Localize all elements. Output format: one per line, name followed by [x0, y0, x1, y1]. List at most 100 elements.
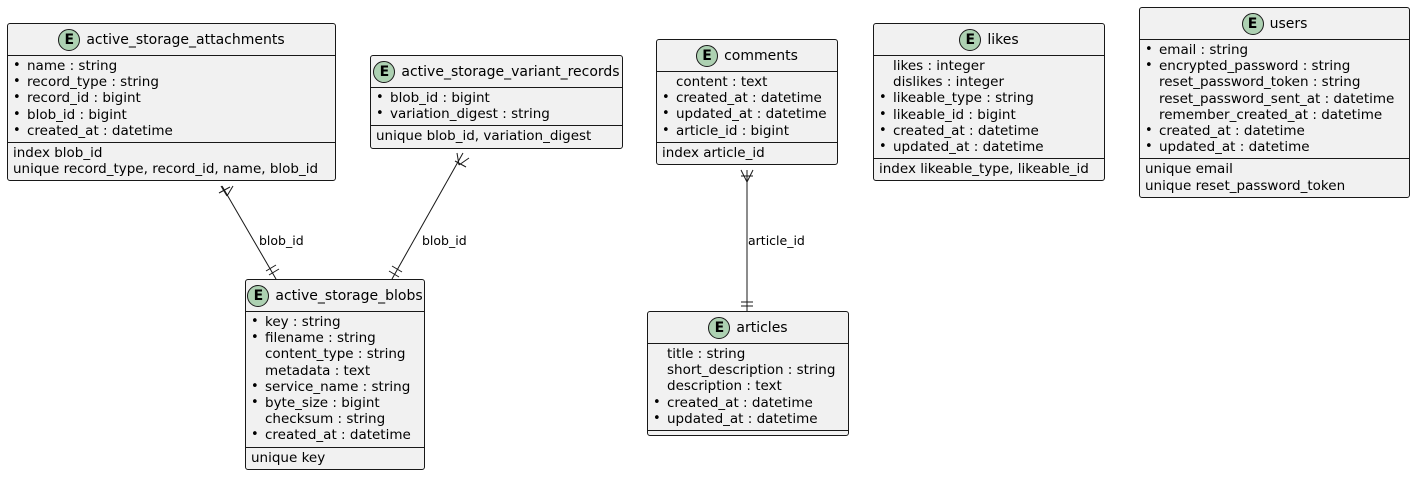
index-list: unique key — [246, 446, 424, 469]
entity-badge-icon: E — [247, 284, 270, 307]
attribute-text: encrypted_password : string — [1159, 58, 1351, 75]
mandatory-marker: • — [13, 122, 21, 138]
attribute-row: title : string — [648, 346, 848, 362]
attribute-row: •updated_at : datetime — [1140, 139, 1409, 155]
attribute-row: •key : string — [246, 314, 424, 330]
attribute-row: description : text — [648, 378, 848, 394]
entity-name: active_storage_blobs — [275, 287, 423, 304]
attribute-list: content : text•created_at : datetime•upd… — [657, 71, 837, 142]
index-row: unique reset_password_token — [1145, 177, 1346, 194]
mandatory-marker: • — [653, 394, 661, 410]
mandatory-marker: • — [879, 138, 887, 154]
attribute-text: created_at : datetime — [27, 122, 173, 139]
relation-variants-blobs — [388, 152, 470, 280]
attribute-row: •likeable_type : string — [874, 90, 1104, 106]
attribute-text: updated_at : datetime — [1159, 139, 1310, 156]
attribute-row: metadata : text — [246, 363, 424, 379]
mandatory-marker: • — [879, 106, 887, 122]
attribute-row: •created_at : datetime — [657, 90, 837, 106]
attribute-text: filename : string — [265, 330, 376, 347]
attribute-row: •filename : string — [246, 330, 424, 346]
attribute-text: metadata : text — [265, 362, 371, 379]
entity-badge-icon: E — [373, 60, 396, 83]
attribute-row: •updated_at : datetime — [657, 106, 837, 122]
entity-name: likes — [987, 31, 1019, 48]
mandatory-marker: • — [376, 106, 384, 122]
attribute-row: content_type : string — [246, 346, 424, 362]
mandatory-marker: • — [653, 410, 661, 426]
attribute-row: reset_password_token : string — [1140, 74, 1409, 90]
attribute-row: • encrypted_password : string — [1140, 58, 1409, 74]
attribute-text: variation_digest : string — [390, 106, 550, 123]
attribute-text: record_id : bigint — [27, 90, 141, 107]
attribute-row: •byte_size : bigint — [246, 395, 424, 411]
attribute-text: created_at : datetime — [1159, 122, 1305, 139]
index-row: index blob_id — [13, 144, 103, 161]
attribute-text: short_description : string — [667, 362, 836, 379]
relation-label: article_id — [748, 233, 805, 248]
attribute-row: • created_at : datetime — [648, 395, 848, 411]
attribute-text: created_at : datetime — [893, 122, 1039, 139]
attribute-row: •created_at : datetime — [246, 427, 424, 443]
mandatory-marker: • — [13, 106, 21, 122]
attribute-row: likes : integer — [874, 58, 1104, 74]
attribute-text: content_type : string — [265, 346, 406, 363]
mandatory-marker: • — [251, 394, 259, 410]
mandatory-marker: • — [13, 58, 21, 73]
mandatory-marker: • — [1145, 42, 1153, 57]
relation-label: blob_id — [422, 233, 467, 248]
attribute-row: remember_created_at : datetime — [1140, 107, 1409, 123]
relation-label: blob_id — [259, 233, 304, 248]
mandatory-marker: • — [251, 378, 259, 394]
attribute-text: updated_at : datetime — [667, 410, 818, 427]
attribute-row: • created_at : datetime — [8, 123, 335, 139]
attribute-row: • blob_id : bigint — [371, 90, 622, 106]
attribute-text: reset_password_sent_at : datetime — [1159, 90, 1395, 107]
attribute-list: •name : string•record_type : string•reco… — [8, 55, 335, 142]
attribute-row: •record_type : string — [8, 74, 335, 90]
attribute-row: • updated_at : datetime — [648, 411, 848, 427]
entity-name: active_storage_attachments — [86, 31, 285, 48]
attribute-text: dislikes : integer — [893, 74, 1004, 91]
mandatory-marker: • — [662, 122, 670, 138]
relation-attachments-blobs — [218, 185, 280, 280]
attribute-text: article_id : bigint — [676, 122, 790, 139]
index-row: index article_id — [662, 144, 765, 161]
attribute-row: •likeable_id : bigint — [874, 107, 1104, 123]
attribute-text: title : string — [667, 346, 746, 362]
index-row: index likeable_type, likeable_id — [879, 161, 1089, 178]
attribute-row: •record_id : bigint — [8, 90, 335, 106]
mandatory-marker: • — [376, 90, 384, 105]
attribute-row: •service_name : string — [246, 379, 424, 395]
attribute-row: •email : string — [1140, 42, 1409, 58]
entity-name: users — [1269, 15, 1308, 32]
mandatory-marker: • — [662, 106, 670, 122]
mandatory-marker: • — [879, 122, 887, 138]
index-list: unique blob_id, variation_digest — [371, 125, 622, 147]
attribute-text: blob_id : bigint — [390, 90, 490, 106]
index-list: index likeable_type, likeable_id — [874, 158, 1104, 180]
mandatory-marker: • — [1145, 58, 1153, 74]
index-row: unique email — [1145, 161, 1233, 178]
attribute-text: record_type : string — [27, 74, 159, 91]
attribute-row: reset_password_sent_at : datetime — [1140, 91, 1409, 107]
attribute-row: • article_id : bigint — [657, 123, 837, 139]
index-row: unique blob_id, variation_digest — [376, 128, 592, 145]
attribute-row: dislikes : integer — [874, 74, 1104, 90]
mandatory-marker: • — [879, 90, 887, 106]
attribute-text: created_at : datetime — [667, 394, 813, 411]
attribute-list: • blob_id : bigint • variation_digest : str… — [371, 87, 622, 125]
